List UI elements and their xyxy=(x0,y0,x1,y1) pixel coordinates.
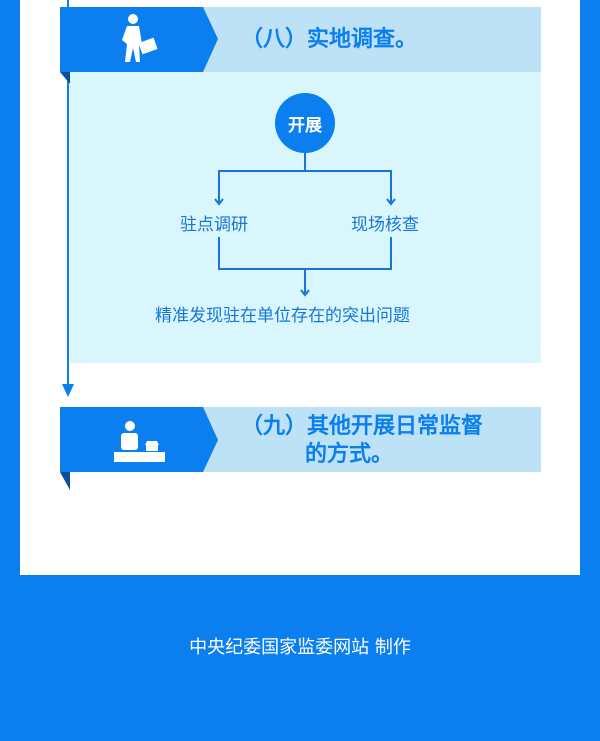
section-8-title: （八）实地调查。 xyxy=(241,27,418,52)
timeline-arrow xyxy=(62,384,74,397)
section-9-title-line2: 的方式。 xyxy=(305,442,394,467)
banner-9-fold xyxy=(60,472,70,490)
arrowheads xyxy=(214,198,396,297)
banner-8 xyxy=(203,7,541,72)
start-node: 开展 xyxy=(275,93,335,153)
branch-onsite-research: 驻点调研 xyxy=(180,215,248,235)
section-9-title-line1: （九）其他开展日常监督 xyxy=(241,414,484,439)
footer-credit: 中央纪委国家监委网站 制作 xyxy=(189,637,411,658)
walking-person-briefcase-icon xyxy=(122,14,158,62)
banner-8-fold xyxy=(60,72,70,84)
flow-lines xyxy=(214,153,396,297)
banner-9 xyxy=(203,407,541,472)
flow-result: 精准发现驻在单位存在的突出问题 xyxy=(155,306,410,326)
branch-site-inspection: 现场核查 xyxy=(351,215,419,235)
person-at-desk-phone-icon xyxy=(114,421,165,462)
banner-fronts xyxy=(60,7,218,472)
